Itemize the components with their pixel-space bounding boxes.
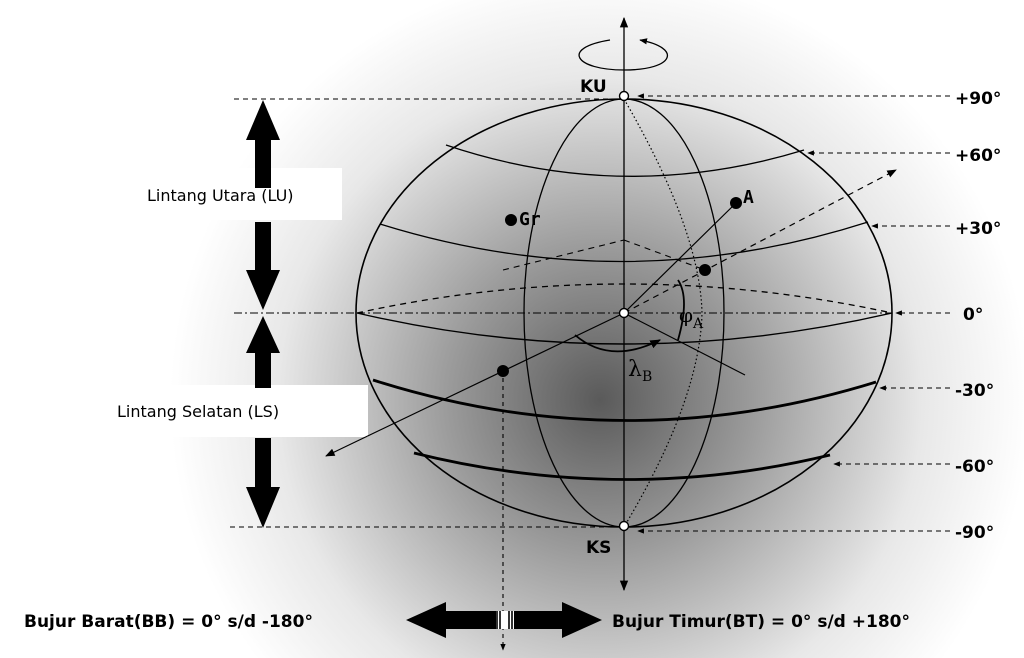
- ls-up-arrow-icon: [246, 316, 280, 388]
- angle-lambda-arc: [574, 334, 661, 353]
- inner-dashed-1: [502, 239, 625, 271]
- lambda-symbol: λ: [628, 357, 642, 382]
- greenwich-point: [505, 214, 517, 226]
- point-a-label: A: [743, 187, 754, 208]
- radius-front-right: [623, 312, 746, 376]
- phi-label: φA: [679, 303, 704, 332]
- west-longitude-label: Bujur Barat(BB) = 0° s/d -180°: [24, 612, 313, 632]
- north-pole-marker: [618, 90, 630, 102]
- east-longitude-label: Bujur Timur(BT) = 0° s/d +180°: [612, 612, 910, 632]
- east-arrow-icon: [514, 602, 602, 638]
- lu-up-arrow-icon: [246, 100, 280, 188]
- point-a: [730, 197, 742, 209]
- radius-to-a: [623, 202, 737, 314]
- inner-dashed-2: [623, 239, 706, 271]
- point-a-projection: [699, 264, 711, 276]
- tick-label-30s: -30°: [955, 381, 994, 401]
- angle-phi-arc: [677, 279, 685, 341]
- tick-label-30n: +30°: [955, 219, 1001, 239]
- south-pole-label: KS: [586, 538, 611, 558]
- gr-equator-point: [497, 365, 509, 377]
- rotation-arrow: [578, 38, 669, 71]
- west-arrow-icon: [406, 602, 496, 638]
- tick-label-0: 0°: [963, 305, 983, 325]
- phi-symbol: φ: [679, 303, 693, 327]
- ls-label-box: [100, 385, 368, 437]
- axis-y-dashed: [623, 169, 897, 314]
- ls-label: Lintang Selatan (LS): [117, 402, 279, 421]
- tick-label-90s: -90°: [955, 523, 994, 543]
- lu-label-box: [120, 168, 342, 220]
- tick-label-60s: -60°: [955, 457, 994, 477]
- tick-label-60n: +60°: [955, 146, 1001, 166]
- south-pole-marker: [618, 520, 630, 532]
- greenwich-label: Gr: [519, 209, 541, 230]
- lu-down-arrow-icon: [246, 222, 280, 310]
- north-pole-label: KU: [580, 77, 607, 97]
- axis-x-left: [325, 312, 625, 457]
- center-marker: [618, 307, 630, 319]
- lambda-subscript: B: [642, 369, 652, 385]
- parallel-60s: [413, 451, 831, 481]
- lambda-label: λB: [628, 357, 652, 385]
- lu-label: Lintang Utara (LU): [147, 186, 294, 205]
- tick-label-90n: +90°: [955, 89, 1001, 109]
- ls-down-arrow-icon: [246, 438, 280, 528]
- phi-subscript: A: [692, 316, 704, 332]
